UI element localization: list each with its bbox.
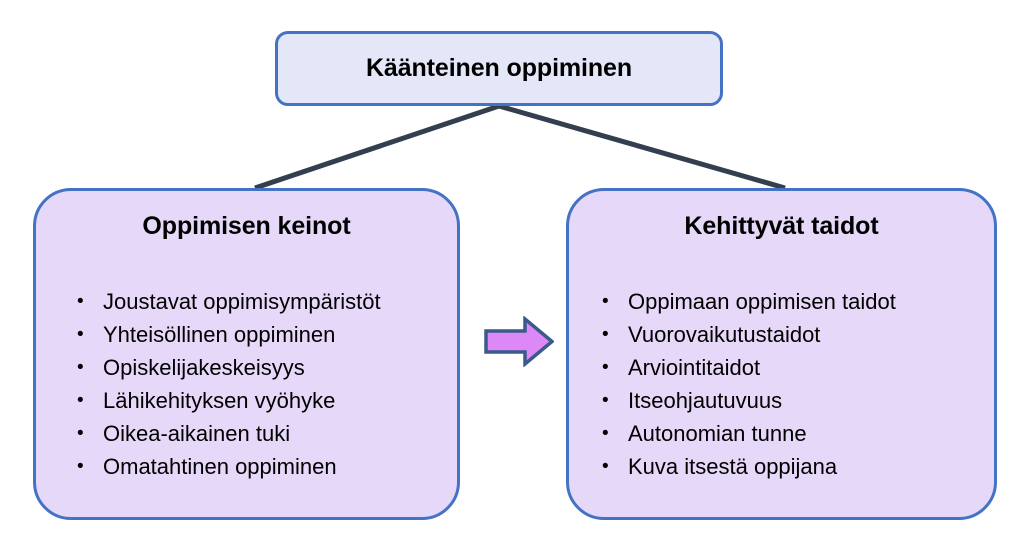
list-item-label: Vuorovaikutustaidot <box>628 322 821 347</box>
node-oppimisen-keinot[interactable]: Oppimisen keinot • Joustavat oppimisympä… <box>33 188 460 520</box>
list-item-label: Arviointitaidot <box>628 355 761 380</box>
bullet-dot-icon: • <box>77 456 84 477</box>
list-item-label: Opiskelijakeskeisyys <box>103 355 305 380</box>
list-item: • Kuva itsestä oppijana <box>599 450 978 483</box>
list-item-label: Omatahtinen oppiminen <box>103 454 337 479</box>
list-item-label: Oikea-aikainen tuki <box>103 421 291 446</box>
connector-line-root-to-right <box>498 103 786 191</box>
list-item-label: Autonomian tunne <box>628 421 807 446</box>
node-root[interactable]: Käänteinen oppiminen <box>275 31 723 106</box>
list-item: • Arviointitaidot <box>599 351 978 384</box>
bullet-dot-icon: • <box>77 423 84 444</box>
node-kehittyvat-taidot-title: Kehittyvät taidot <box>684 212 879 240</box>
list-item: • Opiskelijakeskeisyys <box>74 351 441 384</box>
bullet-dot-icon: • <box>602 390 609 411</box>
bullet-dot-icon: • <box>77 357 84 378</box>
bullet-dot-icon: • <box>77 291 84 312</box>
list-item-label: Itseohjautuvuus <box>628 388 783 413</box>
bullet-dot-icon: • <box>602 456 609 477</box>
bullet-dot-icon: • <box>77 324 84 345</box>
node-oppimisen-keinot-title: Oppimisen keinot <box>142 212 351 240</box>
bullet-list-kehittyvat-taidot: • Oppimaan oppimisen taidot • Vuorovaiku… <box>599 285 978 483</box>
bullet-list-oppimisen-keinot: • Joustavat oppimisympäristöt • Yhteisöl… <box>74 285 441 483</box>
bullet-dot-icon: • <box>602 291 609 312</box>
list-item-label: Kuva itsestä oppijana <box>628 454 838 479</box>
node-root-title: Käänteinen oppiminen <box>365 53 633 82</box>
list-item-label: Oppimaan oppimisen taidot <box>628 289 896 314</box>
list-item: • Joustavat oppimisympäristöt <box>74 285 441 318</box>
connector-line-root-to-left <box>254 103 500 191</box>
node-kehittyvat-taidot[interactable]: Kehittyvät taidot • Oppimaan oppimisen t… <box>566 188 997 520</box>
list-item-label: Yhteisöllinen oppiminen <box>103 322 336 347</box>
bullet-dot-icon: • <box>602 423 609 444</box>
list-item: • Yhteisöllinen oppiminen <box>74 318 441 351</box>
right-arrow-icon <box>484 316 554 367</box>
bullet-dot-icon: • <box>602 357 609 378</box>
list-item: • Lähikehityksen vyöhyke <box>74 384 441 417</box>
list-item: • Oppimaan oppimisen taidot <box>599 285 978 318</box>
bullet-dot-icon: • <box>602 324 609 345</box>
list-item: • Itseohjautuvuus <box>599 384 978 417</box>
list-item: • Autonomian tunne <box>599 417 978 450</box>
list-item: • Vuorovaikutustaidot <box>599 318 978 351</box>
list-item-label: Joustavat oppimisympäristöt <box>103 289 381 314</box>
list-item: • Oikea-aikainen tuki <box>74 417 441 450</box>
list-item-label: Lähikehityksen vyöhyke <box>103 388 336 413</box>
bullet-dot-icon: • <box>77 390 84 411</box>
list-item: • Omatahtinen oppiminen <box>74 450 441 483</box>
